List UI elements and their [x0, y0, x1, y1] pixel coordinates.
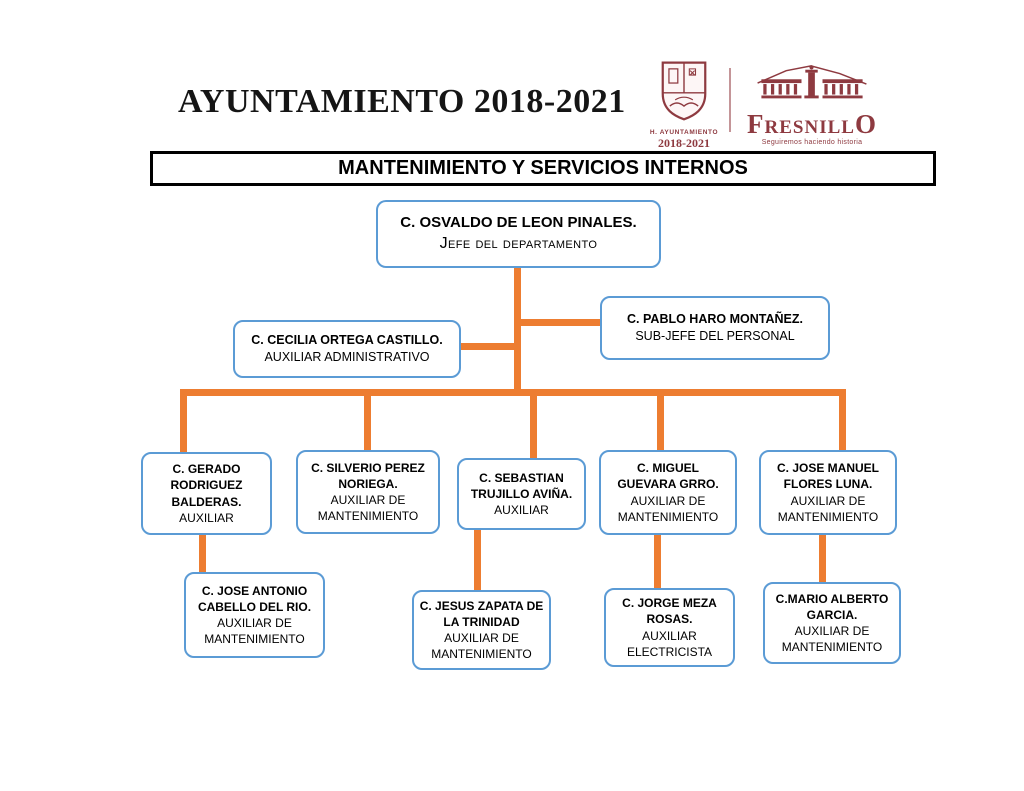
node-name: C. SILVERIO PEREZ NORIEGA. [311, 460, 425, 491]
org-node-jesus: C. JESUS ZAPATA DE LA TRINIDAD AUXILIAR … [412, 590, 551, 670]
node-name: C. JOSE ANTONIO CABELLO DEL RIO. [197, 583, 312, 614]
connector-main-vertical [514, 268, 521, 396]
org-node-jorge: C. JORGE MEZA ROSAS. AUXILIAR ELECTRICIS… [604, 588, 735, 667]
node-role: Jefe del departamento [439, 235, 598, 253]
city-seal-icon [661, 61, 707, 121]
node-name: C. MIGUEL GUEVARA GRRO. [617, 461, 719, 492]
node-role: SUB-JEFE DEL PERSONAL [635, 329, 795, 343]
connector-drop-gerado [180, 396, 187, 454]
seal-years: 2018-2021 [658, 136, 710, 150]
node-name: C. JOSE MANUEL FLORES LUNA. [776, 461, 879, 492]
node-name: C. PABLO HARO MONTAÑEZ. [627, 312, 803, 327]
org-node-silverio: C. SILVERIO PEREZ NORIEGA. AUXILIAR DE M… [296, 450, 440, 534]
fresnillo-logo: FresnillO Seguiremos haciendo historia [742, 64, 882, 146]
node-role: AUXILIAR [494, 503, 549, 518]
connector-sebastian-jesus [474, 529, 481, 592]
department-banner-title: MANTENIMIENTO Y SERVICIOS INTERNOS [338, 157, 748, 179]
org-node-jose-manuel: C. JOSE MANUEL FLORES LUNA. AUXILIAR DE … [759, 450, 897, 535]
connector-bus [180, 389, 846, 396]
org-node-jefe: C. OSVALDO DE LEON PINALES. Jefe del dep… [376, 200, 661, 268]
connector-jose-manuel-mario [819, 533, 826, 584]
node-role: AUXILIAR DE MANTENIMIENTO [777, 493, 879, 524]
node-name: C. JESUS ZAPATA DE LA TRINIDAD [419, 598, 544, 629]
seal-caption: H. AYUNTAMIENTO [649, 129, 719, 136]
page-title: AYUNTAMIENTO 2018-2021 [178, 83, 626, 120]
brand-name: FresnillO [747, 109, 877, 139]
org-node-miguel: C. MIGUEL GUEVARA GRRO. AUXILIAR DE MANT… [599, 450, 737, 535]
node-role: AUXILIAR ADMINISTRATIVO [264, 350, 430, 364]
brand-tagline: Seguiremos haciendo historia [761, 139, 863, 146]
org-node-sebastian: C. SEBASTIAN TRUJILLO AVIÑA. AUXILIAR [457, 458, 586, 530]
org-node-subjefe: C. PABLO HARO MONTAÑEZ. SUB-JEFE DEL PER… [600, 296, 830, 360]
node-role: AUXILIAR DE MANTENIMIENTO [431, 631, 532, 662]
node-name: C.MARIO ALBERTO GARCIA. [775, 591, 889, 622]
connector-drop-silverio [364, 396, 371, 452]
node-role: AUXILIAR [179, 510, 234, 525]
org-node-gerado: C. GERADO RODRIGUEZ BALDERAS. AUXILIAR [141, 452, 272, 535]
logo-divider [729, 68, 731, 132]
node-name: C. OSVALDO DE LEON PINALES. [400, 214, 637, 232]
department-banner: MANTENIMIENTO Y SERVICIOS INTERNOS [150, 151, 936, 186]
node-name: C. SEBASTIAN TRUJILLO AVIÑA. [470, 470, 573, 501]
connector-to-subjefe [514, 319, 602, 326]
node-role: AUXILIAR DE MANTENIMIENTO [204, 616, 305, 647]
node-role: AUXILIAR DE MANTENIMIENTO [617, 493, 719, 524]
connector-to-aux-admin [459, 343, 521, 350]
node-role: AUXILIAR DE MANTENIMIENTO [781, 624, 883, 655]
org-node-aux-admin: C. CECILIA ORTEGA CASTILLO. AUXILIAR ADM… [233, 320, 461, 378]
org-node-mario: C.MARIO ALBERTO GARCIA. AUXILIAR DE MANT… [763, 582, 901, 664]
org-node-jose-antonio: C. JOSE ANTONIO CABELLO DEL RIO. AUXILIA… [184, 572, 325, 658]
connector-drop-miguel [657, 396, 664, 452]
node-name: C. GERADO RODRIGUEZ BALDERAS. [170, 462, 243, 509]
fresnillo-arcade-icon [757, 65, 867, 99]
connector-gerado-jose-antonio [199, 533, 206, 574]
connector-drop-sebastian [530, 396, 537, 460]
connector-miguel-jorge [654, 533, 661, 590]
node-role: AUXILIAR ELECTRICISTA [626, 628, 713, 659]
node-name: C. CECILIA ORTEGA CASTILLO. [251, 333, 443, 348]
node-role: AUXILIAR DE MANTENIMIENTO [317, 493, 419, 524]
city-seal: H. AYUNTAMIENTO 2018-2021 [638, 60, 730, 151]
connector-drop-jose-manuel [839, 396, 846, 452]
node-name: C. JORGE MEZA ROSAS. [622, 596, 717, 627]
